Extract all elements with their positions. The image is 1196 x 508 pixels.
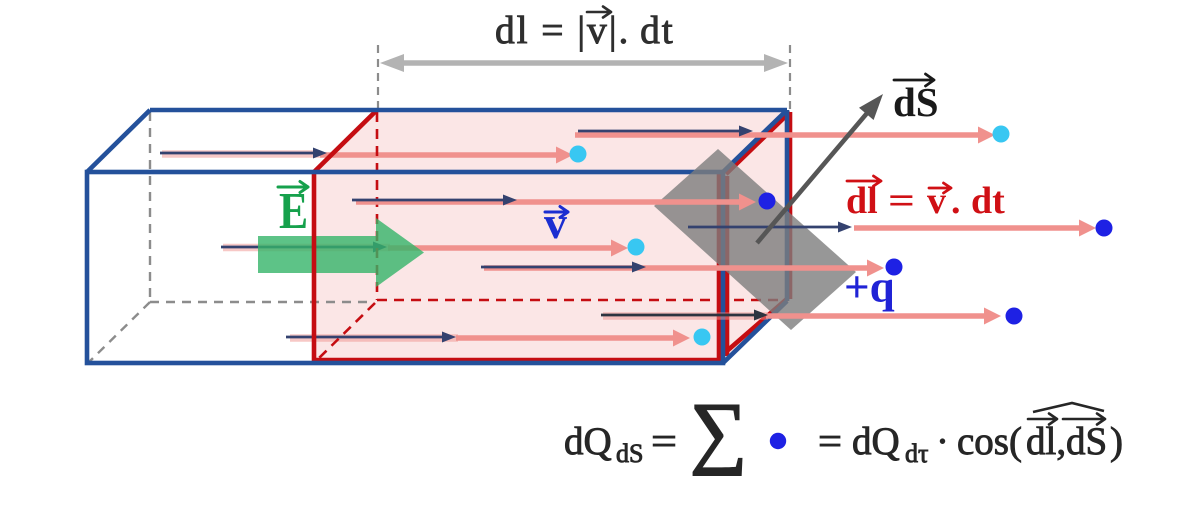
svg-text:dl,: dl, — [1026, 420, 1066, 463]
svg-text:dτ: dτ — [905, 439, 928, 468]
svg-text:dQ: dQ — [564, 420, 612, 463]
svg-text:dl = |v|. dt: dl = |v|. dt — [495, 8, 675, 52]
svg-text:): ) — [1110, 420, 1123, 463]
svg-text:v: v — [927, 180, 946, 222]
svg-text:=: = — [651, 420, 677, 463]
svg-text:=: = — [818, 420, 842, 463]
svg-text:dS: dS — [893, 79, 939, 125]
svg-text:∑: ∑ — [690, 388, 747, 476]
svg-text:dS: dS — [1066, 420, 1107, 463]
svg-text:dS: dS — [616, 439, 643, 468]
svg-text:=: = — [888, 180, 915, 222]
svg-text:+q: +q — [844, 262, 895, 312]
svg-text:dl: dl — [846, 180, 878, 222]
svg-text:·: · — [936, 420, 949, 463]
svg-text:E: E — [279, 183, 308, 240]
svg-text:v: v — [544, 197, 567, 248]
svg-text:cos(: cos( — [957, 420, 1022, 463]
svg-text:.: . — [951, 180, 961, 222]
svg-text:dt: dt — [971, 180, 1005, 222]
svg-text:dQ: dQ — [852, 420, 900, 463]
